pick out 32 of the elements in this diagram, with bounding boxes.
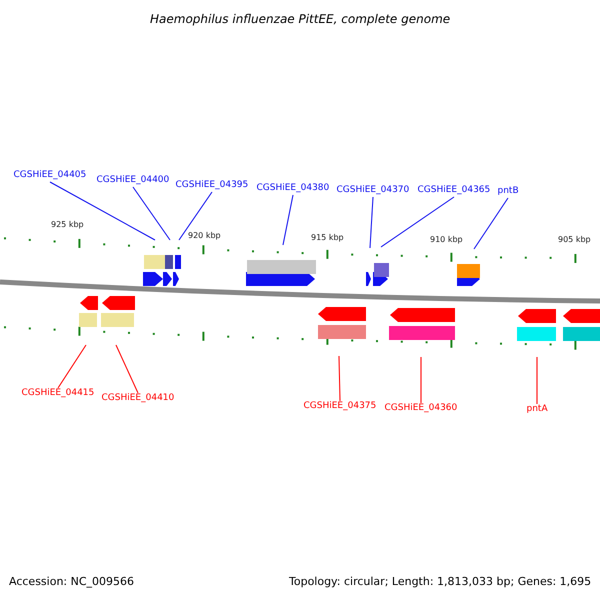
- scale-label: 920 kbp: [188, 230, 221, 241]
- leader-line: [474, 198, 508, 250]
- leader-line: [132, 186, 170, 240]
- leader-line: [380, 196, 454, 248]
- title: Haemophilus influenzae PittEE, complete genome: [150, 12, 450, 26]
- footer-note: Accession: NC_009566: [9, 576, 134, 587]
- gene-label: CGSHiEE_04360: [384, 403, 458, 414]
- leader-line: [338, 356, 340, 402]
- gene-label: CGSHiEE_04370: [336, 185, 410, 196]
- scale-label: 905 kbp: [558, 234, 591, 245]
- gene-label: CGSHiEE_04395: [176, 180, 248, 191]
- footer-note: Topology: circular; Length: 1,813,033 bp; Genes: 1,695: [289, 576, 592, 587]
- gene-label: pntB: [498, 186, 519, 197]
- gene-label: CGSHiEE_04365: [418, 185, 490, 196]
- scale-label: 925 kbp: [51, 219, 84, 230]
- scale-label: 910 kbp: [430, 234, 463, 245]
- leader-line: [178, 192, 212, 240]
- scale-label: 915 kbp: [311, 232, 344, 243]
- leader-line: [370, 196, 374, 248]
- gene-label: CGSHiEE_04375: [304, 401, 376, 412]
- leader-line: [536, 356, 538, 404]
- gene-label: CGSHiEE_04415: [22, 388, 94, 399]
- leader-line: [420, 356, 422, 404]
- leader-line: [50, 182, 156, 240]
- gene-label: CGSHiEE_04410: [102, 393, 174, 404]
- gene-label: pntA: [526, 404, 548, 415]
- leader-line: [58, 344, 86, 388]
- leader-line: [116, 344, 138, 394]
- gene-label: CGSHiEE_04380: [256, 183, 330, 194]
- leader-line: [282, 194, 294, 246]
- gene-label: CGSHiEE_04405: [14, 170, 86, 181]
- gene-label: CGSHiEE_04400: [96, 175, 170, 186]
